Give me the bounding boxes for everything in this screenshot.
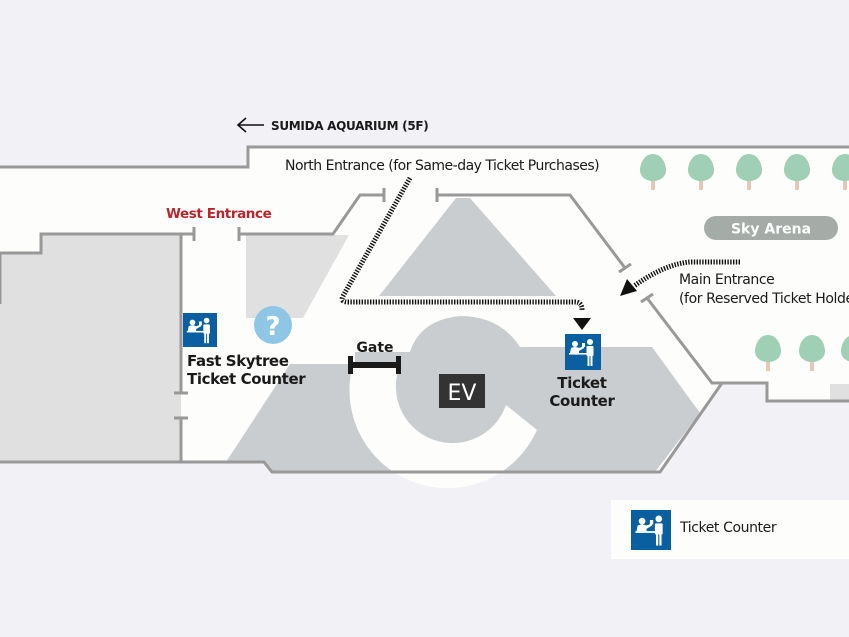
route-north-to-counter xyxy=(339,176,585,311)
main-entrance-label-2: (for Reserved Ticket Holders) xyxy=(679,291,849,307)
arrow-left-icon xyxy=(236,117,264,133)
information-icon[interactable]: ? xyxy=(254,306,292,344)
elevator-label: EV xyxy=(448,381,477,406)
route-main-entrance xyxy=(632,259,740,289)
walls xyxy=(0,145,849,474)
route-arrow-icon xyxy=(620,279,637,296)
west-area xyxy=(246,235,349,318)
door-caps xyxy=(174,188,654,420)
north-entrance-label: North Entrance (for Same-day Ticket Purc… xyxy=(285,158,599,174)
elevator-badge xyxy=(439,374,485,408)
ev-walkway xyxy=(349,368,537,489)
left-building xyxy=(0,234,181,462)
right-block xyxy=(830,384,849,402)
ticket-counter-icon xyxy=(631,510,671,550)
fast-counter-label-1: Fast Skytree xyxy=(187,352,289,370)
fast-counter-label-2: Ticket Counter xyxy=(187,370,306,388)
main-entrance-label-1: Main Entrance xyxy=(679,272,774,288)
legend: Ticket Counter xyxy=(611,500,849,559)
west-entrance-label: West Entrance xyxy=(166,206,272,222)
ticket-counter-icon[interactable] xyxy=(565,334,601,370)
svg-text:?: ? xyxy=(265,312,280,342)
ticket-counter-label-1: Ticket xyxy=(557,374,607,392)
central-triangle xyxy=(379,198,556,296)
sky-arena-label: Sky Arena xyxy=(731,222,811,238)
aquarium-label: SUMIDA AQUARIUM (5F) xyxy=(271,119,428,133)
gate-label: Gate xyxy=(356,340,393,356)
gate-marker xyxy=(348,356,401,374)
route-arrow-icon xyxy=(573,318,591,330)
sky-arena-badge xyxy=(704,216,838,240)
ticket-counter-icon[interactable] xyxy=(183,313,217,347)
ticket-counter-label-2: Counter xyxy=(549,392,615,410)
legend-item-label: Ticket Counter xyxy=(680,520,777,536)
